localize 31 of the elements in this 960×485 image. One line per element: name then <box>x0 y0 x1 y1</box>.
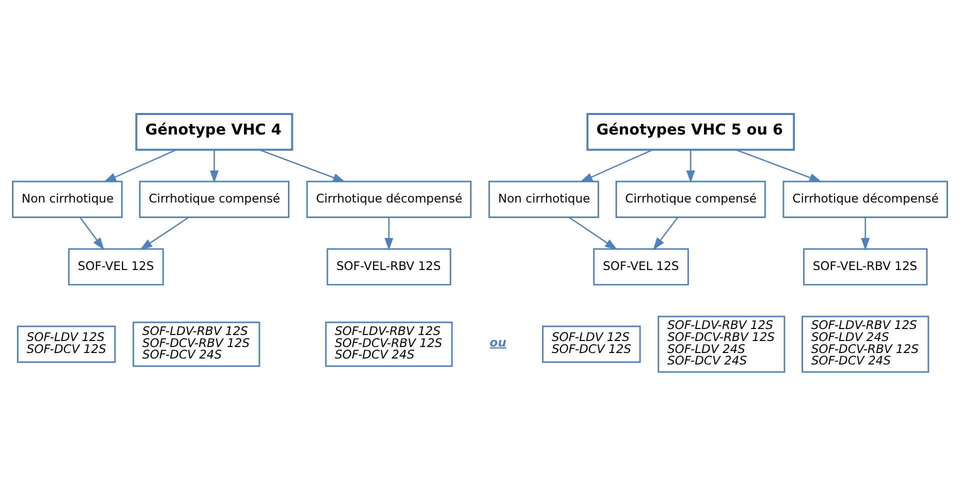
node-box: Non cirrhotique <box>12 180 123 218</box>
node-box: SOF-LDV-RBV 12S SOF-DCV-RBV 12S SOF-LDV 24S SOF-DCV 24S <box>658 315 786 372</box>
node-box: Cirrhotique décompensé <box>782 180 948 218</box>
node-box: SOF-VEL 12S <box>593 248 689 285</box>
arrow <box>860 217 870 250</box>
node-box: SOF-LDV-RBV 12S SOF-DCV-RBV 12S SOF-DCV 24S <box>132 321 260 366</box>
arrow <box>686 150 696 182</box>
arrow <box>736 148 822 182</box>
node-box: SOF-VEL-RBV 12S <box>803 248 928 285</box>
node-box: SOF-LDV-RBV 12S SOF-DCV-RBV 12S SOF-DCV 24S <box>325 321 453 366</box>
arrow <box>140 216 190 250</box>
node-box: SOF-LDV 12S SOF-DCV 12S <box>542 325 641 362</box>
label: ou <box>490 334 506 349</box>
arrow <box>652 216 678 250</box>
node-box: SOF-LDV 12S SOF-DCV 12S <box>16 325 116 362</box>
arrow <box>259 148 346 182</box>
arrow <box>210 150 219 182</box>
arrow <box>80 216 104 250</box>
node-box: Génotypes VHC 5 ou 6 <box>586 112 795 150</box>
node-box: Génotype VHC 4 <box>135 112 294 150</box>
arrow <box>568 216 618 250</box>
arrow <box>104 148 176 182</box>
node-box: Cirrhotique compensé <box>139 180 290 218</box>
arrow <box>580 148 653 182</box>
node-box: Cirrhotique compensé <box>615 180 766 218</box>
arrow <box>384 217 394 250</box>
node-box: SOF-VEL-RBV 12S <box>326 248 452 285</box>
node-box: Cirrhotique décompensé <box>306 180 472 218</box>
node-box: SOF-LDV-RBV 12S SOF-LDV 24S SOF-DCV-RBV 12S SOF-DCV 24S <box>802 315 930 372</box>
node-box: SOF-VEL 12S <box>68 248 164 285</box>
node-box: Non cirrhotique <box>488 180 600 218</box>
